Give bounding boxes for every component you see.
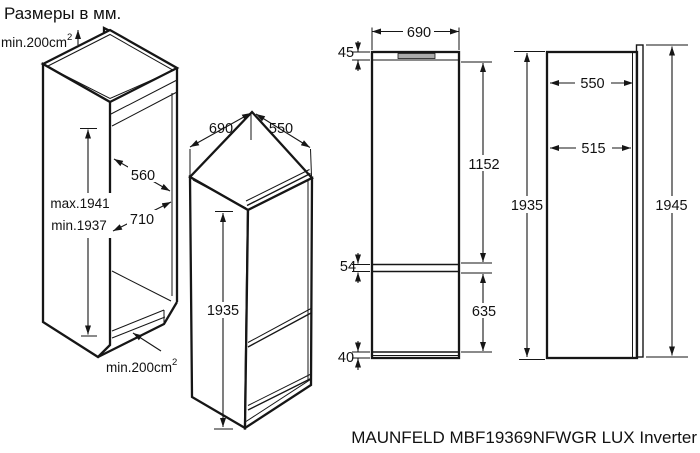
bottom-vent-label: min.200cm [106,360,172,375]
label-background [128,166,158,182]
fridge-depth-dimension-line [255,113,311,148]
bottom-clearance-label: 40 [338,350,354,366]
fridge-front-face [243,176,314,431]
label-background [403,24,434,39]
freezer-door-label: 635 [472,304,496,320]
vent-grille [397,53,436,59]
middle-gap-label: 54 [340,259,356,275]
top-clearance-label: 45 [338,45,354,61]
fridge-dimension-extensions [189,114,312,177]
label-background [576,140,612,155]
fridge-width-label: 690 [209,121,233,137]
niche-height-ticks [80,128,97,337]
total-height-extensions [646,44,688,358]
front-view-divider-lines [372,263,459,353]
front-width-label: 690 [407,25,431,41]
total-height-label: 1945 [655,198,687,214]
top-vent-superscript: 2 [67,32,72,43]
label-background [653,196,691,213]
niche-height-min-label: min.1937 [51,218,107,233]
niche-detail-lines [45,33,178,339]
fridge-height-ticks [214,211,233,430]
top-vent-label: min.200cm [1,35,67,50]
front-view-outline [370,50,461,360]
side-view-outline [545,50,639,360]
figure-side-view: 1935 550 515 1945 [508,44,691,360]
side-view-door [635,44,644,358]
fridge-height-label: 1935 [207,303,239,319]
fridge-door-label: 1152 [468,157,499,173]
niche-depth-label: 560 [131,168,155,184]
label-background [205,302,242,318]
front-view-extension-lines [352,27,492,359]
fridge-door-lines [246,172,312,411]
page-title: Размеры в мм. [4,4,121,23]
top-depth-label: 550 [580,76,604,92]
figure-niche-isometric: max.1941 min.1937 560 710 min.200cm 2 mi… [1,26,180,375]
label-background [466,155,502,171]
label-background [45,193,116,238]
label-background [508,196,546,213]
figure-front-view: 690 45 1152 54 635 40 [338,24,502,370]
fridge-detail-lines [192,169,312,422]
inner-depth-label: 515 [581,141,605,157]
figure-fridge-isometric: 690 550 1935 [188,110,314,431]
niche-width-label: 710 [130,212,154,228]
fridge-depth-label: 550 [269,121,293,137]
fridge-width-dimension-line [189,112,252,148]
model-caption: MAUNFELD MBF19369NFWGR LUX Inverter [351,428,697,447]
niche-height-max-label: max.1941 [50,196,109,211]
bottom-vent-superscript: 2 [172,357,177,368]
cabinet-height-label: 1935 [511,198,543,214]
label-background [575,75,611,90]
label-background [468,303,501,318]
cabinet-height-extensions [514,51,545,360]
bottom-vent-leader [132,332,162,352]
label-background [127,210,157,226]
